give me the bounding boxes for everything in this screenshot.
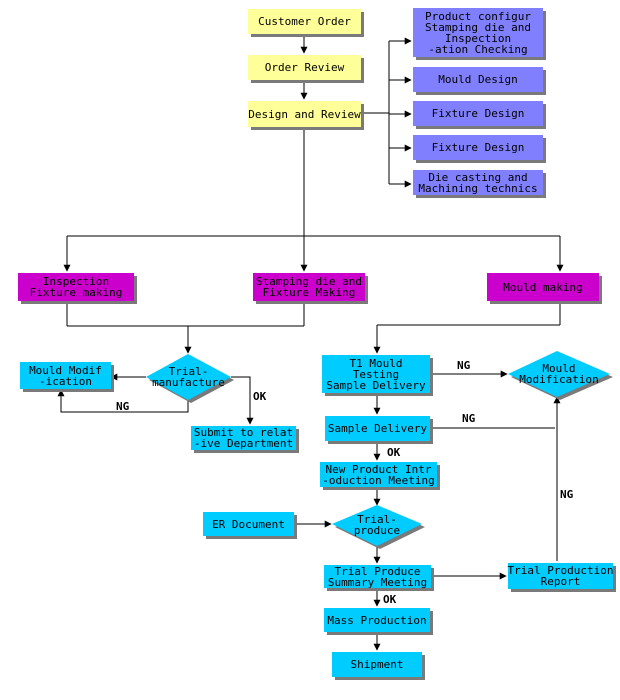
- mould-modification-diamond: [508, 351, 610, 397]
- fixture-design-box-2: Fixture Design: [413, 135, 543, 160]
- stamping-die-box: Stamping die and Fixture Making: [253, 273, 365, 301]
- trial-manufacture-label: Trial- manufacture: [152, 365, 225, 389]
- trial-manufacture-diamond: [146, 354, 231, 400]
- ng-label-left-loop: NG: [116, 400, 130, 413]
- mould-making-box: Mould making: [487, 273, 599, 301]
- t1-mould-testing-box: T1 Mould Testing Sample Delivery: [322, 355, 430, 393]
- submit-department-box: Submit to relat -ive Department: [191, 426, 296, 450]
- edge-ok-to-submit: [231, 376, 254, 425]
- inspection-fixture-box: Inspection Fixture making: [18, 273, 134, 301]
- mould-modification-left-box: Mould Modif -ication: [20, 362, 111, 389]
- ok-label-submit: OK: [253, 390, 267, 403]
- shipment-box: Shipment: [332, 652, 422, 677]
- edge-ng-left-loop: [57, 389, 189, 413]
- mould-design-box: Mould Design: [413, 67, 543, 92]
- trial-production-report-box: Trial Production Report: [507, 563, 614, 589]
- ok-label-sample: OK: [387, 446, 401, 459]
- mould-modification-right-label: Mould Modification: [519, 362, 599, 386]
- die-casting-box: Die casting and Machining technics: [413, 170, 543, 195]
- sample-delivery-box: Sample Delivery: [325, 416, 430, 441]
- ng-label-t1: NG: [457, 359, 471, 372]
- trial-produce-summary-box: Trial Produce Summary Meeting: [324, 565, 431, 588]
- trial-produce-label: Trial- produce: [353, 513, 401, 537]
- ng-label-report: NG: [560, 488, 574, 501]
- ok-label-summary: OK: [383, 593, 397, 606]
- design-and-review-box: Design and Review: [248, 101, 361, 127]
- trial-produce-diamond: [332, 505, 422, 546]
- order-review-box: Order Review: [248, 55, 361, 80]
- er-document-box: ER Document: [203, 512, 294, 536]
- customer-order-box: Customer Order: [248, 9, 361, 34]
- fixture-design-box-1: Fixture Design: [413, 101, 543, 126]
- ng-label-sample: NG: [462, 412, 476, 425]
- product-config-box: Product configur Stamping die and Inspec…: [413, 8, 543, 57]
- new-product-intro-box: New Product Intr -oduction Meeting: [320, 462, 437, 487]
- mass-production-box: Mass Production: [324, 608, 430, 632]
